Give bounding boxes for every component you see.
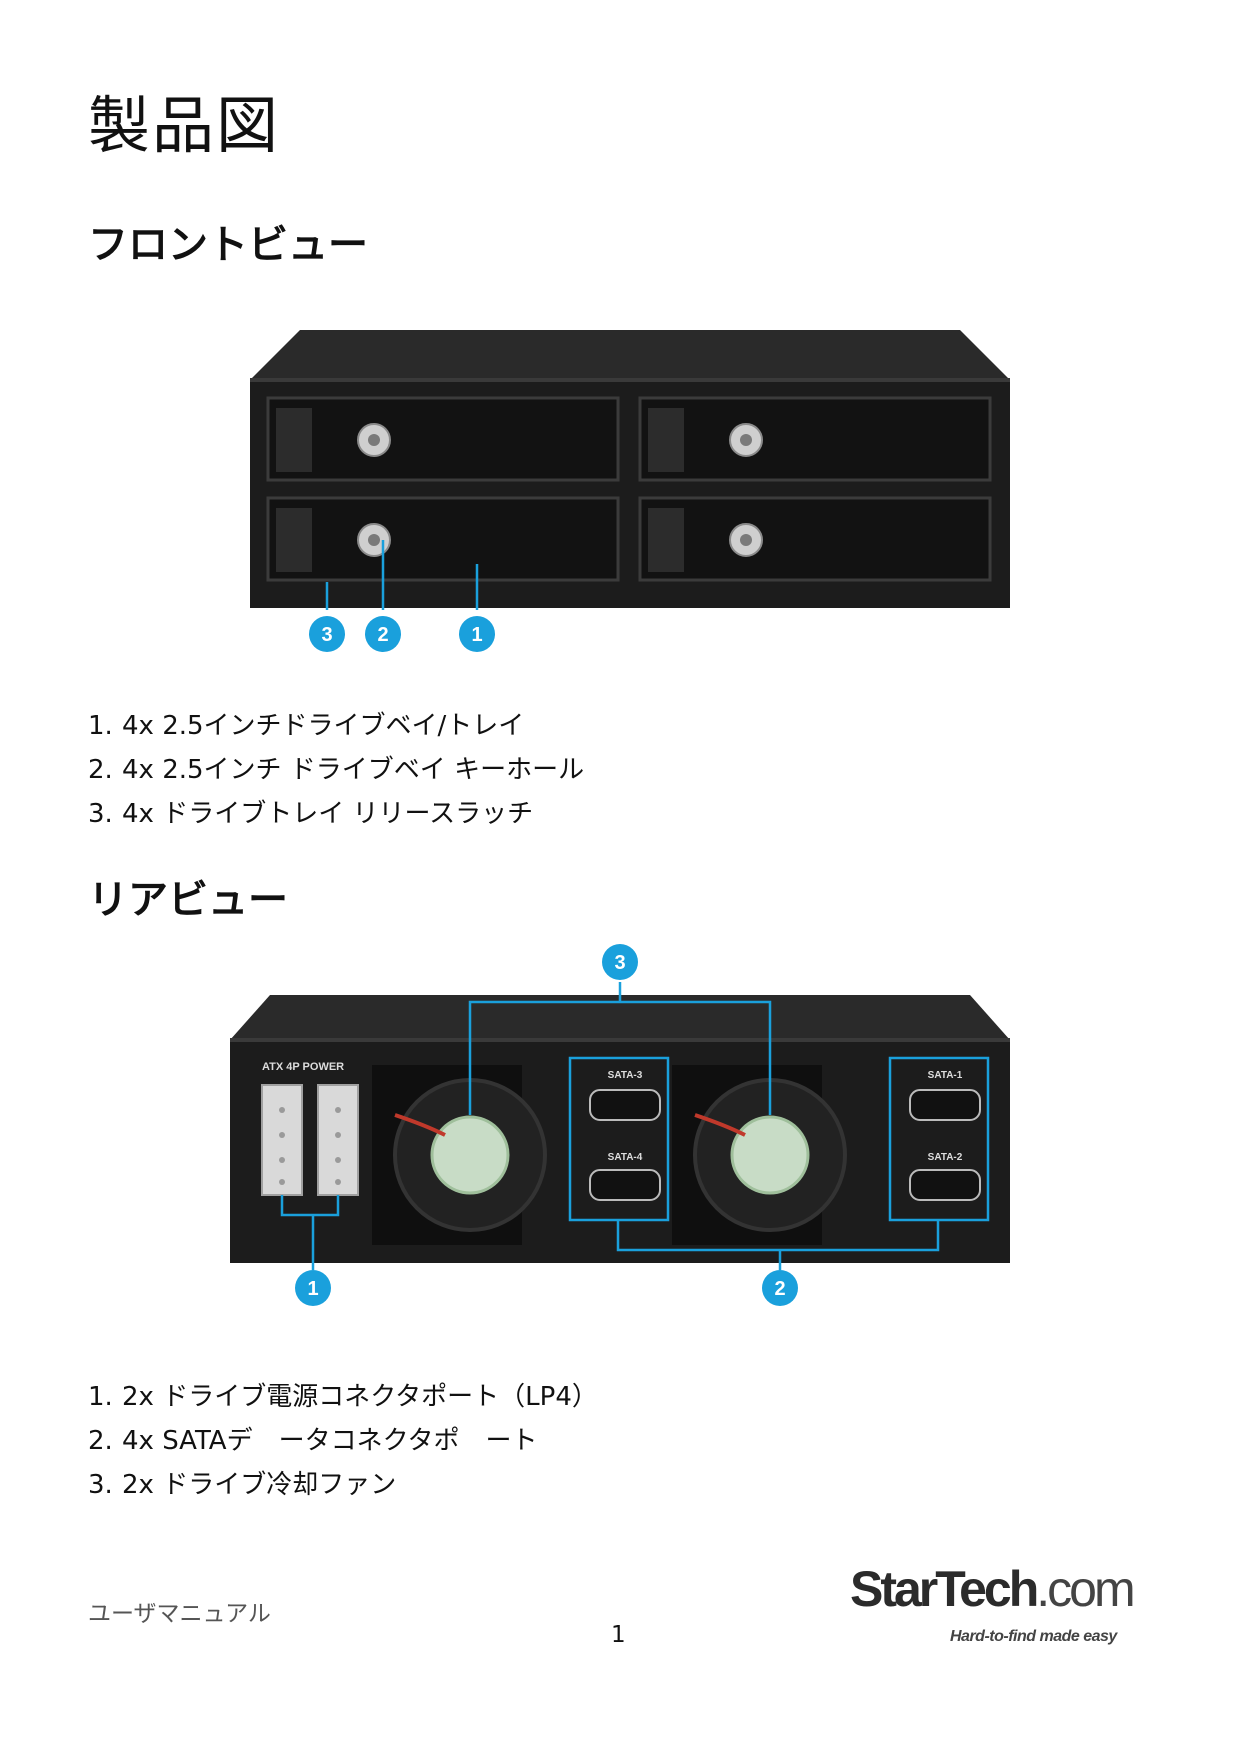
logo-domain: .com [1036, 1561, 1135, 1617]
rear-callout-2: 2 [774, 1278, 785, 1300]
list-item: 1.2x ドライブ電源コネクタポート（LP4） [88, 1375, 598, 1419]
front-view-image: 3 2 1 [250, 330, 1010, 652]
list-item-text: 4x 2.5インチ ドライブベイ キーホール [122, 755, 585, 785]
list-item-text: 4x 2.5インチドライブベイ/トレイ [122, 711, 525, 741]
front-callout-2: 2 [377, 624, 388, 646]
page-title: 製品図 [88, 89, 281, 162]
list-item-text: 4x ドライブトレイ リリースラッチ [122, 799, 534, 829]
list-item: 3.2x ドライブ冷却ファン [88, 1463, 598, 1507]
logo-wordmark: StarTech.com [850, 1560, 1136, 1618]
page-number: 1 [611, 1622, 626, 1648]
list-item: 2.4x SATAデ ータコネクタポ ート [88, 1419, 598, 1463]
port-label-sata-3: SATA-3 [608, 1070, 643, 1081]
port-label-sata-4: SATA-4 [608, 1152, 643, 1163]
rear-view-image: ATX 4P POWER SATA-3 SATA-4 SATA-1 SATA-2 [230, 944, 1010, 1306]
list-item: 3.4x ドライブトレイ リリースラッチ [88, 792, 584, 836]
list-item: 2.4x 2.5インチ ドライブベイ キーホール [88, 748, 584, 792]
logo-tagline: Hard-to-find made easy [950, 1628, 1117, 1645]
port-label-sata-1: SATA-1 [928, 1070, 963, 1081]
list-item: 1.4x 2.5インチドライブベイ/トレイ [88, 704, 584, 748]
list-item-text: 2x ドライブ冷却ファン [122, 1470, 397, 1500]
front-callout-3: 3 [321, 624, 332, 646]
power-label: ATX 4P POWER [262, 1061, 344, 1073]
front-view-heading: フロントビュー [88, 222, 368, 268]
rear-view-list: 1.2x ドライブ電源コネクタポート（LP4） 2.4x SATAデ ータコネク… [88, 1375, 598, 1507]
rear-callout-1: 1 [307, 1278, 318, 1300]
list-item-text: 4x SATAデ ータコネクタポ ート [122, 1426, 538, 1456]
rear-view-heading: リアビュー [88, 877, 288, 923]
footer-label: ユーザマニュアル [88, 1601, 271, 1627]
front-view-list: 1.4x 2.5インチドライブベイ/トレイ 2.4x 2.5インチ ドライブベイ… [88, 704, 584, 836]
startech-logo: StarTech.com Hard-to-find made easy [850, 1560, 1160, 1660]
front-callout-1: 1 [471, 624, 482, 646]
port-label-sata-2: SATA-2 [928, 1152, 963, 1163]
list-item-text: 2x ドライブ電源コネクタポート（LP4） [122, 1382, 598, 1412]
logo-brand: StarTech [850, 1561, 1039, 1617]
rear-callout-3: 3 [614, 952, 625, 974]
